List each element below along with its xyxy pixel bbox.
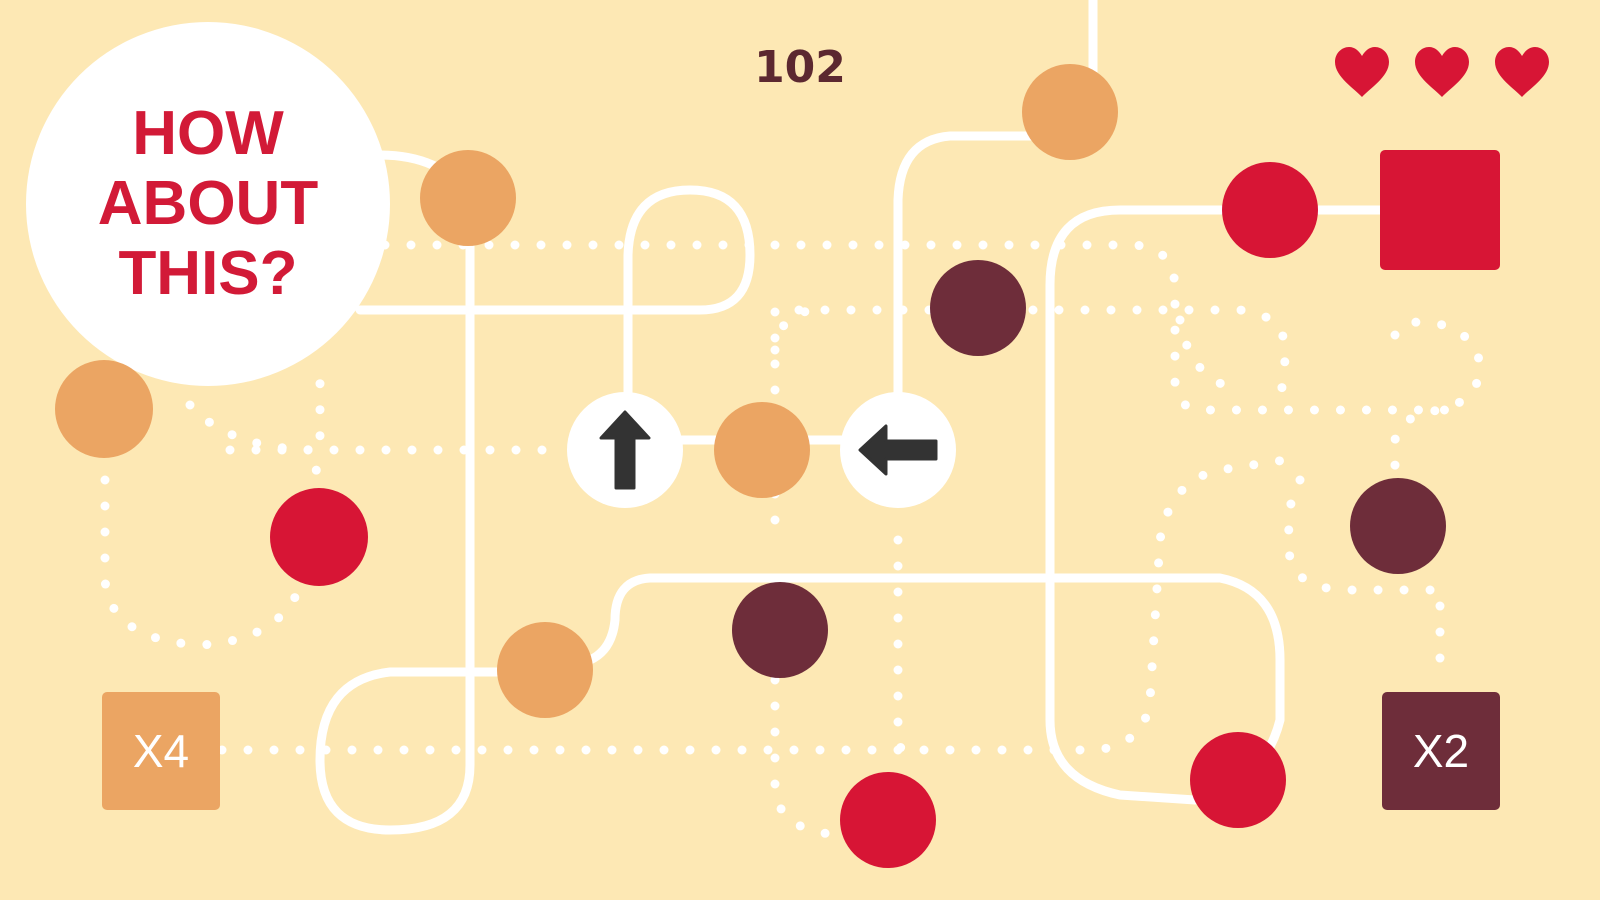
red-dot[interactable] (270, 488, 368, 586)
arrow-up-icon (599, 410, 651, 490)
orange-dot[interactable] (420, 150, 516, 246)
score-counter: 102 (754, 42, 846, 93)
maroon-dot[interactable] (1350, 478, 1446, 574)
orange-dot[interactable] (714, 402, 810, 498)
multiplier-label: X4 (132, 725, 190, 777)
switch-node-up[interactable] (567, 392, 683, 508)
goal-square-red[interactable] (1380, 150, 1500, 270)
lives-display (1333, 45, 1551, 99)
maroon-dot[interactable] (930, 260, 1026, 356)
heart-icon (1335, 47, 1389, 97)
dotted-paths (100, 240, 1485, 840)
prompt-line-3: THIS? (118, 239, 298, 308)
arrow-left-icon (858, 424, 938, 476)
maroon-dot[interactable] (732, 582, 828, 678)
multiplier-square-orange[interactable]: X4 (102, 692, 220, 810)
multiplier-label: X2 (1412, 725, 1470, 777)
prompt-line-1: HOW (132, 99, 284, 168)
multiplier-square-maroon[interactable]: X2 (1382, 692, 1500, 810)
switch-node-left[interactable] (840, 392, 956, 508)
heart-icon (1495, 47, 1549, 97)
orange-dot[interactable] (497, 622, 593, 718)
prompt-line-2: ABOUT (97, 169, 319, 238)
red-dot[interactable] (1190, 732, 1286, 828)
heart-icon (1415, 47, 1469, 97)
orange-dot[interactable] (55, 360, 153, 458)
red-dot[interactable] (1222, 162, 1318, 258)
prompt-bubble: HOW ABOUT THIS? (26, 22, 390, 386)
orange-dot[interactable] (1022, 64, 1118, 160)
red-dot[interactable] (840, 772, 936, 868)
